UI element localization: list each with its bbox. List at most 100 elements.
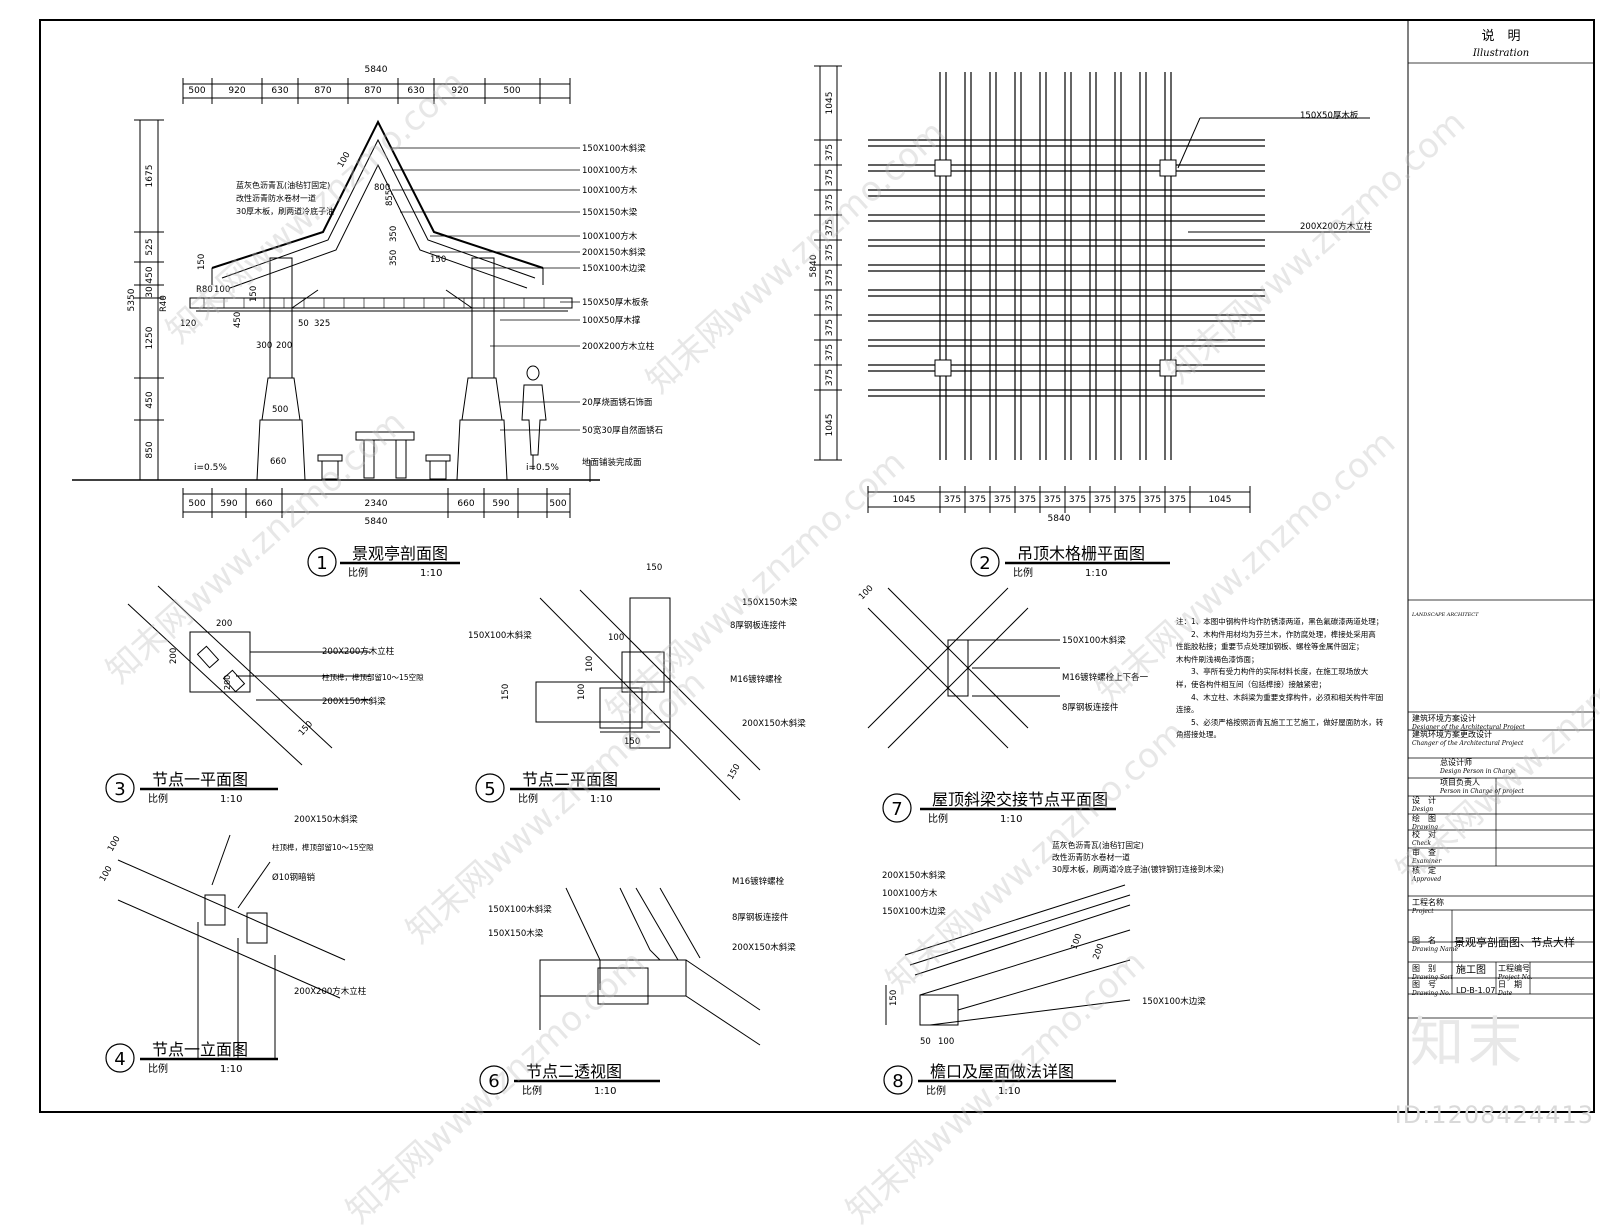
view-scale: 1:10: [998, 1086, 1020, 1097]
view-scale-label: 比例: [518, 792, 538, 805]
view-title: 节点一平面图: [152, 770, 248, 789]
v1-label: 150X50厚木板条: [582, 297, 649, 308]
v1-top-dim: 630: [271, 86, 288, 96]
note-line: 3、亭所有受力构件的实际材料长度，在施工现场放大: [1176, 667, 1369, 677]
v6-label: 200X150木斜梁: [732, 942, 796, 953]
view-number: 1: [316, 553, 327, 574]
view-number-circle: [970, 547, 1000, 577]
v2-bottom-dim: 375: [1169, 495, 1186, 505]
v8-dim: 150: [889, 990, 899, 1006]
v8-note: 改性沥青防水卷材一道: [1052, 852, 1130, 862]
note-line: 角搭接处理。: [1176, 730, 1221, 740]
v5-dim: 100: [577, 684, 587, 700]
v7-dim: 100: [857, 584, 876, 603]
v1-inner-dim: 100: [336, 150, 353, 169]
v5-label: 150X150木梁: [742, 597, 798, 608]
v5-label: 150X100木斜梁: [468, 630, 532, 641]
v8-dim: 100: [1069, 932, 1084, 951]
v8-label: 100X100方木: [882, 888, 938, 899]
view-title: 檐口及屋面做法详图: [930, 1062, 1074, 1081]
v1-inner-dim: 120: [180, 319, 196, 329]
note-line: 注：1、本图中钢构件均作防锈漆两道，黑色氟碳漆两道处理；: [1176, 617, 1384, 626]
v2-column-post: [934, 159, 952, 177]
view-8-eave-detail: 蓝灰色沥青瓦(油毡钉固定)改性沥青防水卷材一道30厚木板，刷两道冷底子油(镀锌钢…: [882, 840, 1224, 1047]
v1-left-dim: 525: [145, 238, 155, 255]
v2-left-dim: 375: [825, 369, 835, 386]
v7-label: 8厚钢板连接件: [1062, 702, 1119, 713]
v1-inner-dim: 100: [214, 285, 230, 295]
v1-left-dim: 450: [145, 266, 155, 283]
v5-dim: 150: [624, 737, 640, 747]
note-line: 5、必须严格按照沥青瓦施工工艺施工，做好屋面防水，转: [1176, 717, 1384, 727]
view-number: 3: [114, 779, 125, 800]
v1-left-dim: 30: [145, 286, 155, 298]
v2-bottom-dim: 375: [1094, 495, 1111, 505]
view-title: 节点二透视图: [526, 1062, 622, 1081]
view-title: 屋顶斜梁交接节点平面图: [932, 790, 1108, 809]
v2-column-post: [934, 359, 952, 377]
v2-bottom-dim: 1045: [1209, 495, 1232, 505]
v3-dim: 200: [169, 648, 179, 664]
view-3-node1-plan: 200X200方木立柱柱顶榫，榫顶部留10～15空隙200X150木斜梁2002…: [127, 585, 424, 766]
v1-bottom-dim: 500: [188, 499, 205, 509]
v7-label: 150X100木斜梁: [1062, 635, 1126, 646]
v5-dim: 150: [501, 684, 511, 700]
v1-bottom-total: 5840: [365, 517, 388, 527]
v1-inner-dim: R40: [159, 295, 169, 312]
v2-bottom-dim: 375: [1119, 495, 1136, 505]
drawing-sort-label-en: Drawing Sort: [1412, 974, 1453, 981]
v2-left-dim: 1045: [825, 92, 835, 115]
v3-label: 200X200方木立柱: [322, 646, 395, 657]
title-block-header-en: Illustration: [1472, 48, 1530, 59]
v1-label: 50宽30厚自然面锈石: [582, 425, 663, 436]
view-number-circle: [475, 773, 505, 803]
v1-inner-dim: 350: [389, 250, 399, 266]
drawing-sort: 施工图: [1456, 965, 1486, 976]
title-block-row-cn: 绘 图: [1412, 814, 1436, 823]
v2-bottom-dim: 375: [994, 495, 1011, 505]
v5-label: M16镀锌螺栓: [730, 674, 783, 685]
v1-inner-dim: 325: [314, 319, 330, 329]
v2-bottom-dim: 375: [1144, 495, 1161, 505]
view-4-node1-elevation: 200X150木斜梁柱顶榫，榫顶部留10～15空隙Ø10钢暗销200X200方木…: [98, 814, 374, 1060]
view-scale-label: 比例: [928, 812, 948, 825]
v1-inner-dim: 350: [389, 226, 399, 242]
drawing-no-label-en: Drawing No.: [1412, 990, 1451, 997]
v1-bottom-dim: 590: [220, 499, 237, 509]
title-block-header: 说 明: [1481, 29, 1521, 44]
v1-bottom-dim: 2340: [365, 499, 388, 509]
landscape-label: LANDSCAPE ARCHITECT: [1412, 612, 1479, 618]
v1-inner-dim: 660: [270, 457, 286, 467]
note-line: 性能胶粘接；重要节点处理加钢板、螺栓等金属件固定；: [1176, 642, 1364, 652]
v1-label: 100X100方木: [582, 185, 638, 196]
view-number: 5: [484, 779, 495, 800]
date-label-cn: 日 期: [1498, 980, 1522, 989]
v1-inner-dim: 200: [276, 341, 292, 351]
v1-top-dim: 500: [503, 86, 520, 96]
v2-left-dim: 375: [825, 319, 835, 336]
v2-column-post: [1159, 359, 1177, 377]
v5-dim: 100: [585, 656, 595, 672]
v1-bottom-dim: 660: [255, 499, 272, 509]
v8-label: 200X150木斜梁: [882, 870, 946, 881]
v1-top-dim: 870: [364, 86, 381, 96]
v2-label: 150X50厚木板: [1300, 110, 1359, 121]
v1-left-dim: 1250: [145, 326, 155, 349]
v6-label: 8厚钢板连接件: [732, 912, 789, 923]
v3-dim: 150: [297, 719, 315, 738]
v1-inner-dim: 300: [256, 341, 272, 351]
title-block-row-cn: 建筑环境方案设计: [1412, 714, 1476, 723]
v2-left-dim: 375: [825, 219, 835, 236]
v3-label: 200X150木斜梁: [322, 696, 386, 707]
title-block-row-cn: 建筑环境方案更改设计: [1412, 730, 1492, 739]
drawing-name-label-cn: 图 名: [1412, 936, 1436, 945]
title-block-row-en: Approved: [1412, 876, 1442, 883]
view-number: 4: [114, 1049, 125, 1070]
v1-label: 100X100方木: [582, 231, 638, 242]
v4-dim: 100: [106, 834, 123, 853]
